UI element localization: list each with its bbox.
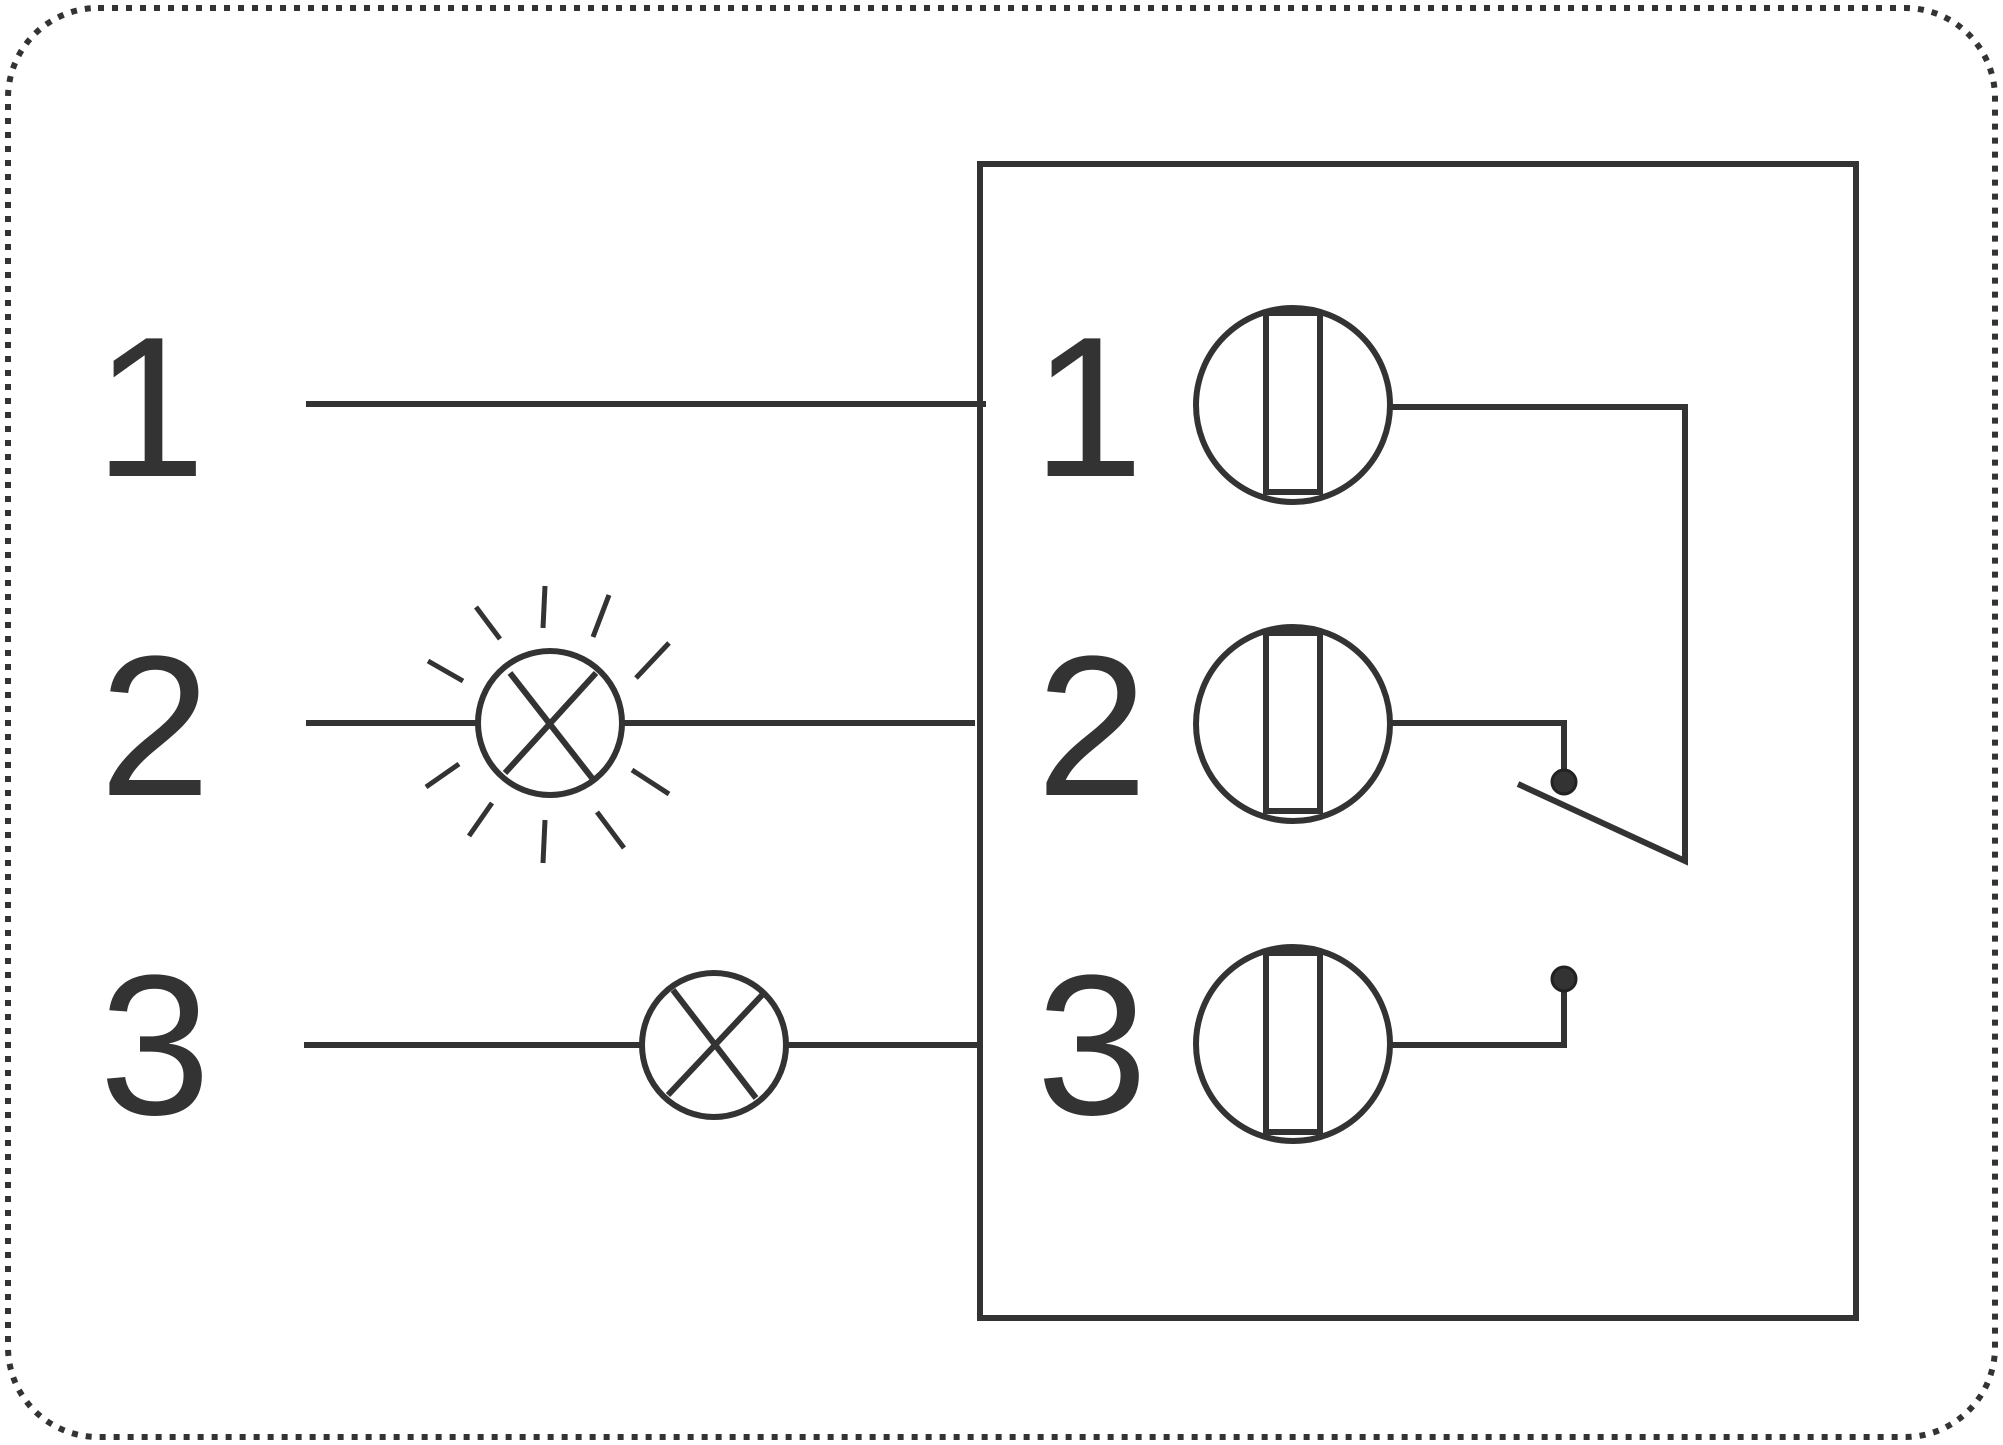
internal-wire-2 [1392, 720, 1567, 782]
line-label-2: 2 [99, 615, 210, 838]
terminal-label-1: 1 [1032, 296, 1143, 519]
line-label-3: 3 [99, 934, 210, 1157]
internal-wire-1 [1392, 404, 1688, 866]
terminal-label-3: 3 [1036, 934, 1147, 1157]
line-label-1: 1 [94, 296, 205, 519]
terminal-screw-icon [1193, 624, 1393, 824]
terminal-label-2: 2 [1036, 615, 1147, 838]
dotted-frame [5, 5, 1998, 1440]
lamp-cross-circle-icon [639, 970, 789, 1120]
connector-box [977, 161, 1859, 1321]
terminal-screw-icon [1193, 944, 1393, 1144]
internal-wire-3 [1392, 979, 1567, 1048]
changeover-switch-icon [1550, 768, 1578, 993]
lamp-cross-circle-icon [475, 648, 625, 798]
lamp-glow-rays-icon [424, 585, 671, 864]
terminal-screw-icon [1193, 305, 1393, 505]
